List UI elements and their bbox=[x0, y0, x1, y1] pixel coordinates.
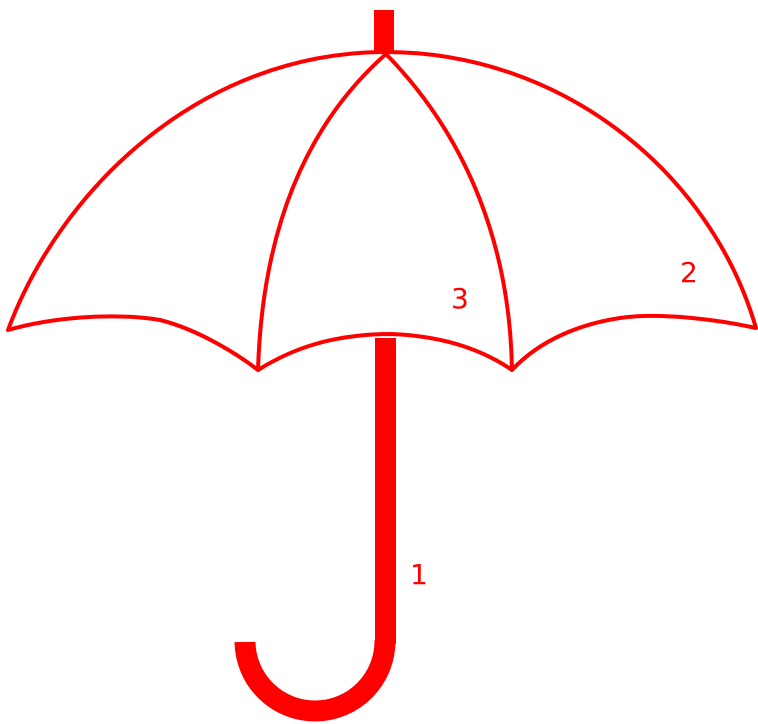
label-outer-panel: 2 bbox=[680, 256, 698, 289]
umbrella-canopy-outline bbox=[8, 52, 756, 370]
umbrella-tip bbox=[374, 10, 394, 52]
label-handle: 1 bbox=[410, 558, 428, 591]
umbrella-shaft bbox=[375, 338, 396, 644]
umbrella-hook bbox=[245, 640, 385, 711]
label-inner-panel: 3 bbox=[451, 282, 469, 315]
